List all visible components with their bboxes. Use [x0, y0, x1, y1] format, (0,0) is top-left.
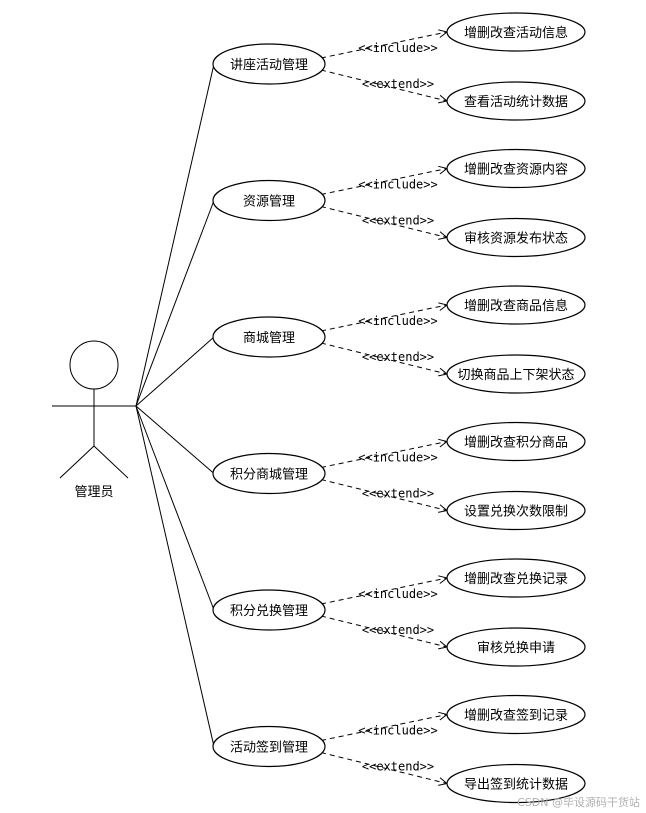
connector-lines	[135, 29, 449, 786]
extend-arrow-head-6	[438, 777, 449, 786]
extend-stereotype-label-6: <<extend>>	[362, 760, 434, 774]
extend-arrow-line-5	[320, 615, 448, 648]
include-use-case-label-6: 增删改查签到记录	[464, 708, 568, 724]
actor-head	[69, 340, 119, 390]
use-case-module-5	[212, 589, 326, 631]
extend-arrow-head-4	[438, 504, 449, 513]
extend-stereotype-label-4: <<extend>>	[362, 487, 434, 501]
use-case-module-label-2: 资源管理	[243, 195, 295, 210]
include-stereotype-label-2: <<include>>	[358, 178, 437, 192]
actor-figure: 管理员	[52, 340, 136, 500]
include-use-case-1	[446, 12, 586, 52]
extend-use-case-6	[446, 763, 586, 804]
extend-arrow-head-5	[438, 640, 449, 650]
extend-use-case-5	[446, 627, 586, 667]
extend-use-case-label-2: 审核资源发布状态	[464, 231, 568, 247]
extend-stereotype-label-1: <<extend>>	[362, 77, 434, 91]
extend-arrow-line-1	[320, 69, 448, 102]
actor-left-leg	[59, 445, 95, 479]
extend-use-case-label-6: 导出签到统计数据	[464, 777, 568, 793]
use-case-module-2	[212, 179, 326, 222]
use-case-module-4	[212, 452, 326, 495]
extend-use-case-2	[446, 217, 586, 258]
extend-use-case-3	[446, 354, 586, 394]
extend-arrow-head-1	[438, 94, 449, 104]
use-case-module-label-6: 活动签到管理	[230, 740, 308, 756]
include-use-case-6	[446, 694, 586, 735]
association-line-3	[135, 336, 215, 407]
use-case-module-6	[212, 725, 326, 768]
use-case-module-label-3: 商城管理	[243, 331, 295, 346]
include-use-case-5	[446, 558, 586, 598]
use-case-module-label-4: 积分商城管理	[230, 468, 308, 483]
include-stereotype-label-4: <<include>>	[358, 451, 437, 465]
include-stereotype-label-6: <<include>>	[358, 724, 437, 738]
actor-right-leg	[93, 445, 129, 479]
use-case-module-3	[212, 316, 326, 358]
use-case-module-label-5: 积分兑换管理	[230, 604, 308, 619]
include-arrow-line-6	[320, 714, 448, 741]
include-arrow-line-1	[320, 31, 448, 59]
extend-use-case-label-3: 切换商品上下架状态	[457, 368, 574, 383]
extend-arrow-line-4	[320, 479, 448, 511]
extend-arrow-line-6	[320, 752, 448, 784]
extend-use-case-label-5: 审核兑换申请	[477, 641, 555, 656]
include-arrow-line-5	[320, 577, 448, 605]
include-use-case-3	[446, 285, 586, 325]
use-case-module-1	[212, 43, 326, 85]
include-arrow-line-2	[320, 168, 448, 195]
extend-arrow-head-3	[438, 367, 449, 377]
include-stereotype-label-3: <<include>>	[358, 314, 437, 328]
extend-arrow-line-3	[320, 342, 448, 375]
extend-use-case-label-4: 设置兑换次数限制	[464, 504, 568, 520]
include-use-case-label-3: 增删改查商品信息	[464, 298, 568, 314]
include-stereotype-label-1: <<include>>	[358, 41, 437, 55]
include-use-case-4	[446, 421, 586, 462]
extend-use-case-1	[446, 81, 586, 121]
association-line-6	[135, 405, 215, 747]
include-use-case-label-1: 增删改查活动信息	[464, 25, 568, 41]
association-line-2	[135, 200, 215, 407]
use-case-module-label-1: 讲座活动管理	[230, 58, 308, 73]
extend-arrow-line-2	[320, 206, 448, 238]
extend-stereotype-label-2: <<extend>>	[362, 214, 434, 228]
watermark-text: CSDN @毕设源码干货站	[517, 795, 640, 809]
extend-arrow-head-2	[438, 231, 449, 240]
association-line-5	[135, 405, 215, 611]
include-use-case-label-2: 增删改查资源内容	[464, 162, 568, 178]
use-case-shapes: <<include>> <<extend>> 讲座活动管理 增删改查活动信息查看活动统…	[212, 12, 586, 804]
include-use-case-2	[446, 148, 586, 189]
association-line-4	[135, 405, 215, 474]
association-line-1	[135, 63, 215, 407]
actor-label: 管理员	[74, 485, 113, 500]
include-use-case-label-5: 增删改查兑换记录	[464, 572, 568, 587]
include-arrow-line-4	[320, 441, 448, 468]
extend-use-case-4	[446, 490, 586, 531]
extend-stereotype-label-5: <<extend>>	[362, 623, 434, 637]
extend-use-case-label-1: 查看活动统计数据	[464, 94, 568, 110]
include-arrow-line-3	[320, 304, 448, 332]
extend-stereotype-label-3: <<extend>>	[362, 350, 434, 364]
include-stereotype-label-5: <<include>>	[358, 587, 437, 601]
include-use-case-label-4: 增删改查积分商品	[464, 436, 568, 451]
